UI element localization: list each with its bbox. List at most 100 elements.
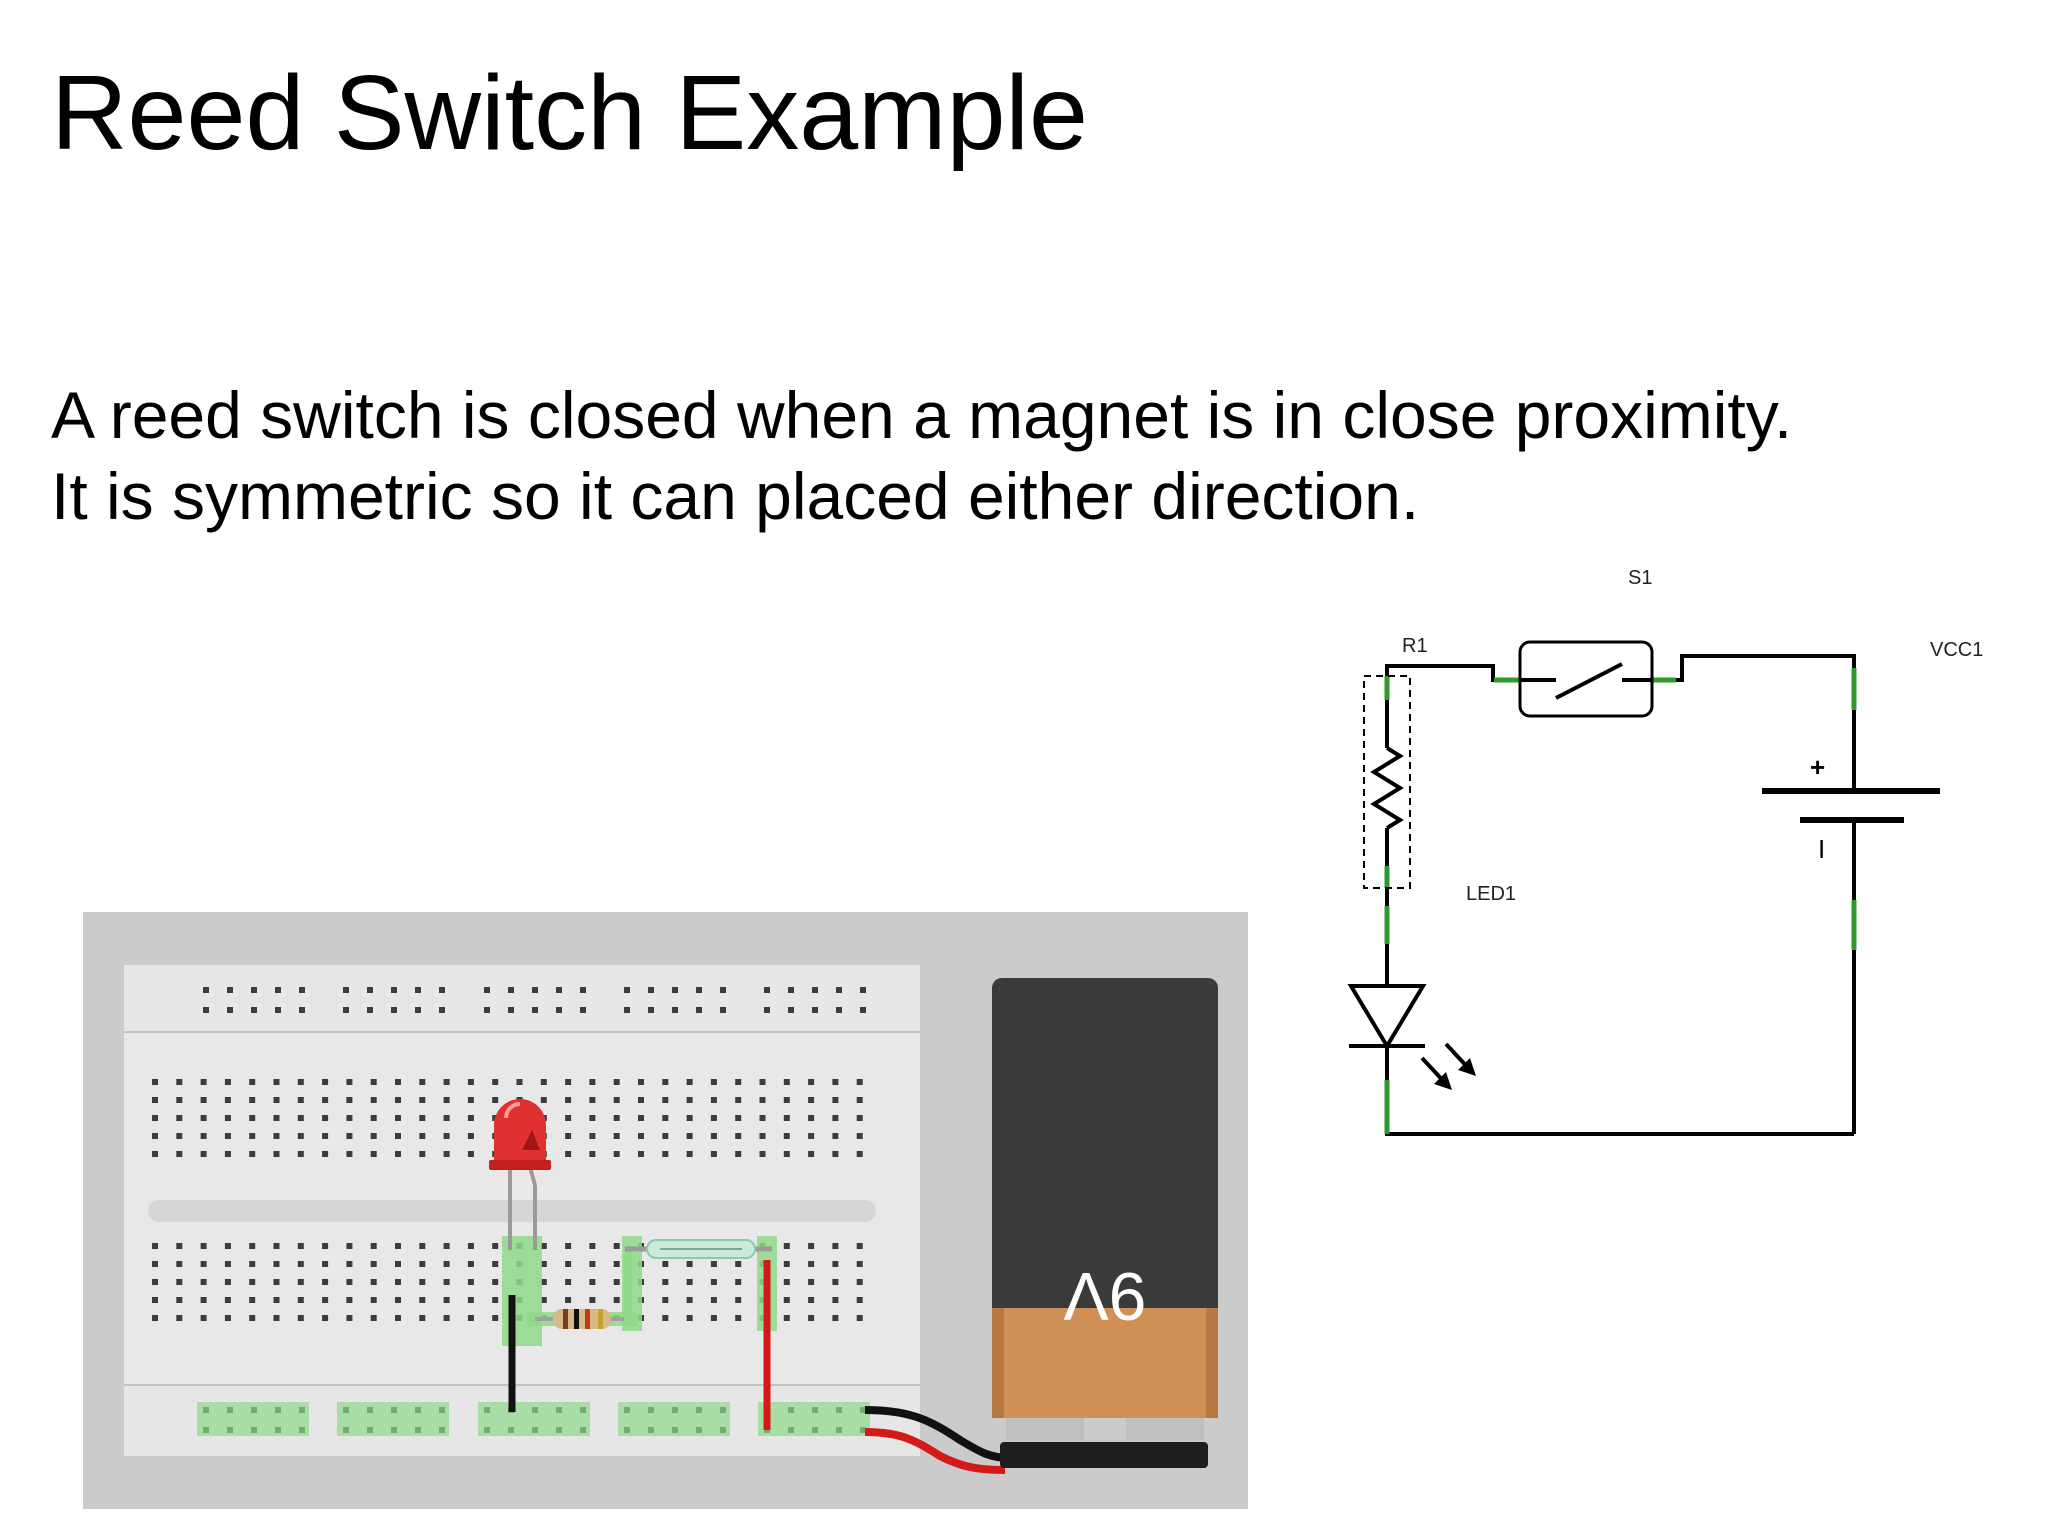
breadboard-hole (467, 1151, 474, 1157)
label-vcc1: VCC1 (1930, 639, 1983, 661)
body-line-2: It is symmetric so it can placed either … (51, 459, 1420, 533)
breadboard-hole (856, 1315, 863, 1321)
breadboard-hole (273, 1297, 280, 1303)
breadboard-hole (788, 987, 794, 993)
breadboard-hole (297, 1315, 304, 1321)
breadboard-hole (224, 1151, 231, 1157)
breadboard-hole (589, 1133, 596, 1139)
breadboard-hole (783, 1297, 790, 1303)
breadboard-hole (346, 1279, 353, 1285)
breadboard-hole (467, 1297, 474, 1303)
breadboard-hole (783, 1115, 790, 1121)
breadboard-hole (662, 1079, 669, 1085)
breadboard-hole (759, 1097, 766, 1103)
breadboard-hole (492, 1261, 499, 1267)
breadboard-hole (735, 1297, 742, 1303)
breadboard-hole (224, 1097, 231, 1103)
breadboard-hole (346, 1133, 353, 1139)
breadboard-hole (613, 1133, 620, 1139)
breadboard-hole (395, 1297, 401, 1303)
breadboard-hole (565, 1151, 572, 1157)
breadboard-hole (227, 1007, 233, 1013)
breadboard-hole (346, 1297, 353, 1303)
breadboard-hole (638, 1079, 644, 1085)
schematic-switch-s1 (1518, 640, 1654, 718)
breadboard-hole (415, 1007, 421, 1013)
breadboard-hole (808, 1261, 815, 1267)
breadboard-hole (152, 1261, 158, 1267)
breadboard-hole (251, 987, 257, 993)
breadboard-hole (783, 1133, 790, 1139)
breadboard-hole (589, 1261, 596, 1267)
breadboard-hole (297, 1133, 304, 1139)
breadboard-hole (613, 1261, 620, 1267)
breadboard-hole (580, 1007, 586, 1013)
breadboard-hole (419, 1151, 426, 1157)
breadboard-hole (648, 987, 654, 993)
breadboard-hole (200, 1261, 207, 1267)
breadboard-hole (783, 1279, 790, 1285)
breadboard-hole (856, 1133, 863, 1139)
breadboard-hole (662, 1133, 669, 1139)
breadboard-hole (176, 1151, 183, 1157)
breadboard-hole (808, 1151, 815, 1157)
breadboard-hole (710, 1297, 717, 1303)
breadboard-hole (370, 1297, 377, 1303)
breadboard-hole (152, 1297, 158, 1303)
breadboard-hole (710, 1261, 717, 1267)
breadboard-hole (783, 1151, 790, 1157)
breadboard-hole (832, 1279, 839, 1285)
breadboard-hole (297, 1115, 304, 1121)
breadboard-hole (443, 1151, 450, 1157)
breadboard-hole (672, 1007, 678, 1013)
breadboard-hole (672, 987, 678, 993)
battery-9v: 9V (992, 978, 1218, 1468)
breadboard-top-rail (124, 965, 920, 1032)
breadboard-hole (710, 1133, 717, 1139)
breadboard-hole (565, 1261, 572, 1267)
breadboard-hole (783, 1315, 790, 1321)
breadboard-hole (224, 1133, 231, 1139)
breadboard-hole (200, 1279, 207, 1285)
breadboard-hole (492, 1315, 499, 1321)
breadboard-hole (395, 1243, 401, 1249)
breadboard-hole (273, 1279, 280, 1285)
schematic-wire-bottom (1385, 1048, 1854, 1136)
connection-highlight (758, 1402, 870, 1436)
label-plus: + (1810, 752, 1825, 782)
breadboard-hole (808, 1279, 815, 1285)
breadboard-hole (696, 1007, 702, 1013)
breadboard-hole (759, 1115, 766, 1121)
breadboard-hole (395, 1133, 401, 1139)
breadboard-hole (273, 1243, 280, 1249)
breadboard-hole (249, 1079, 256, 1085)
breadboard-hole (370, 1115, 377, 1121)
breadboard-hole (395, 1261, 401, 1267)
breadboard-hole (249, 1297, 256, 1303)
label-minus: I (1818, 834, 1825, 864)
connection-highlight (618, 1402, 730, 1436)
breadboard-hole (370, 1315, 377, 1321)
breadboard-hole (443, 1297, 450, 1303)
breadboard-hole (415, 987, 421, 993)
breadboard-hole (565, 1297, 572, 1303)
breadboard-hole (710, 1315, 717, 1321)
breadboard-hole (467, 1279, 474, 1285)
breadboard-hole (200, 1243, 207, 1249)
breadboard-hole (273, 1079, 280, 1085)
breadboard-hole (589, 1279, 596, 1285)
breadboard-hole (589, 1115, 596, 1121)
breadboard-hole (395, 1115, 401, 1121)
breadboard-hole (297, 1279, 304, 1285)
breadboard-hole (832, 1243, 839, 1249)
breadboard-hole (200, 1115, 207, 1121)
led-component (489, 1099, 551, 1170)
breadboard-hole (759, 1079, 766, 1085)
breadboard-hole (686, 1097, 693, 1103)
breadboard-hole (176, 1279, 183, 1285)
breadboard-hole (856, 1297, 863, 1303)
breadboard-hole (370, 1243, 377, 1249)
breadboard-hole (367, 987, 373, 993)
breadboard-hole (299, 987, 305, 993)
breadboard-hole (322, 1297, 329, 1303)
